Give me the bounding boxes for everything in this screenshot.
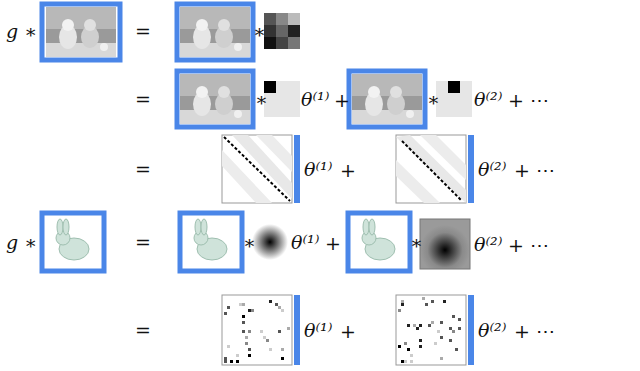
image-frame — [42, 4, 120, 60]
image-frame — [177, 4, 253, 60]
kernel — [264, 13, 300, 49]
math-symbol: = — [135, 90, 151, 109]
image-frame — [349, 71, 425, 127]
math-symbol: + ⋯ — [514, 161, 555, 180]
gaussian-kernel — [420, 219, 470, 269]
image-frame — [180, 213, 242, 271]
image-frame — [177, 71, 253, 127]
math-symbol: + ⋯ — [508, 91, 549, 110]
math-symbol: g ∗ — [6, 22, 37, 41]
math-symbol: + — [340, 161, 356, 180]
matrix — [396, 135, 474, 203]
math-symbol: θ⁽²⁾ — [474, 90, 502, 109]
sparse-matrix — [396, 295, 474, 365]
math-symbol: ∗ — [255, 90, 268, 109]
math-symbol: + ⋯ — [508, 236, 549, 255]
math-symbol: + ⋯ — [514, 322, 555, 341]
math-symbol: ∗ — [427, 90, 440, 109]
math-symbol: θ⁽¹⁾ — [304, 321, 332, 340]
math-symbol: θ⁽¹⁾ — [291, 233, 319, 252]
math-symbol: + — [340, 322, 356, 341]
image-frame — [348, 213, 410, 271]
math-symbol: g ∗ — [6, 233, 37, 252]
basis-kernel — [264, 81, 300, 117]
math-symbol: = — [135, 22, 151, 41]
math-symbol: = — [135, 233, 151, 252]
math-symbol: ∗ — [410, 233, 423, 252]
sparse-matrix — [222, 295, 300, 365]
math-symbol: θ⁽¹⁾ — [304, 160, 332, 179]
math-symbol: ∗ — [253, 22, 266, 41]
math-symbol: + — [334, 91, 350, 110]
math-symbol: ∗ — [243, 233, 256, 252]
math-symbol: = — [135, 160, 151, 179]
matrix — [222, 135, 300, 203]
image-frame — [42, 213, 104, 271]
math-symbol: θ⁽²⁾ — [478, 160, 506, 179]
math-symbol: θ⁽²⁾ — [478, 321, 506, 340]
math-symbol: θ⁽¹⁾ — [301, 90, 329, 109]
math-symbol: θ⁽²⁾ — [474, 235, 502, 254]
math-symbol: + — [325, 234, 341, 253]
basis-kernel — [436, 81, 472, 117]
math-symbol: = — [135, 321, 151, 340]
gaussian-kernel — [252, 224, 288, 260]
